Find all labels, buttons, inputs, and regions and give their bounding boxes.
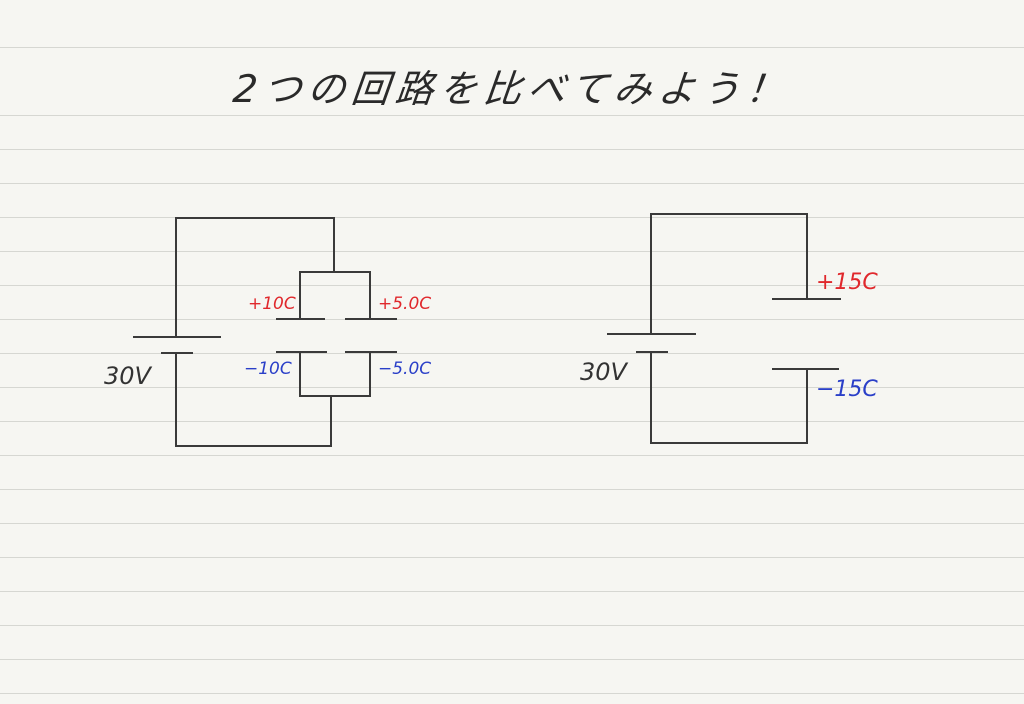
ruled-line (0, 285, 1024, 286)
ruled-line (0, 115, 1024, 116)
wire-left-bottom (175, 352, 332, 447)
ruled-line (0, 251, 1024, 252)
ruled-line (0, 489, 1024, 490)
ruled-line (0, 47, 1024, 48)
voltage-label-left: 30V (104, 362, 153, 390)
ruled-line (0, 523, 1024, 524)
ruled-line (0, 387, 1024, 388)
cap-right-negative-label: −15C (816, 377, 878, 402)
ruled-line (0, 591, 1024, 592)
ruled-line (0, 149, 1024, 150)
wire-left-branch-bottom (299, 351, 371, 397)
ruled-line (0, 353, 1024, 354)
wire-left-top (175, 217, 335, 338)
ruled-line (0, 659, 1024, 660)
ruled-line (0, 183, 1024, 184)
ruled-line (0, 625, 1024, 626)
ruled-line (0, 557, 1024, 558)
ruled-line (0, 455, 1024, 456)
circuit-right: 30V +15C −15C (580, 213, 878, 444)
wire-left-branch-top (299, 271, 371, 320)
voltage-label-right: 30V (580, 358, 629, 386)
ruled-line (0, 693, 1024, 694)
cap-right-positive-label: +15C (816, 270, 878, 295)
ruled-line (0, 421, 1024, 422)
cap2-negative-label: −5.0C (378, 359, 431, 379)
wire-right-top (650, 213, 808, 335)
cap2-positive-label: +5.0C (378, 294, 431, 314)
cap1-positive-label: +10C (248, 294, 296, 314)
wire-right-bottom (650, 351, 808, 444)
cap1-negative-label: −10C (244, 359, 292, 379)
ruled-line (0, 319, 1024, 320)
circuit-left: 30V +10C −10C +5.0C −5.0C (104, 217, 431, 447)
ruled-line (0, 217, 1024, 218)
